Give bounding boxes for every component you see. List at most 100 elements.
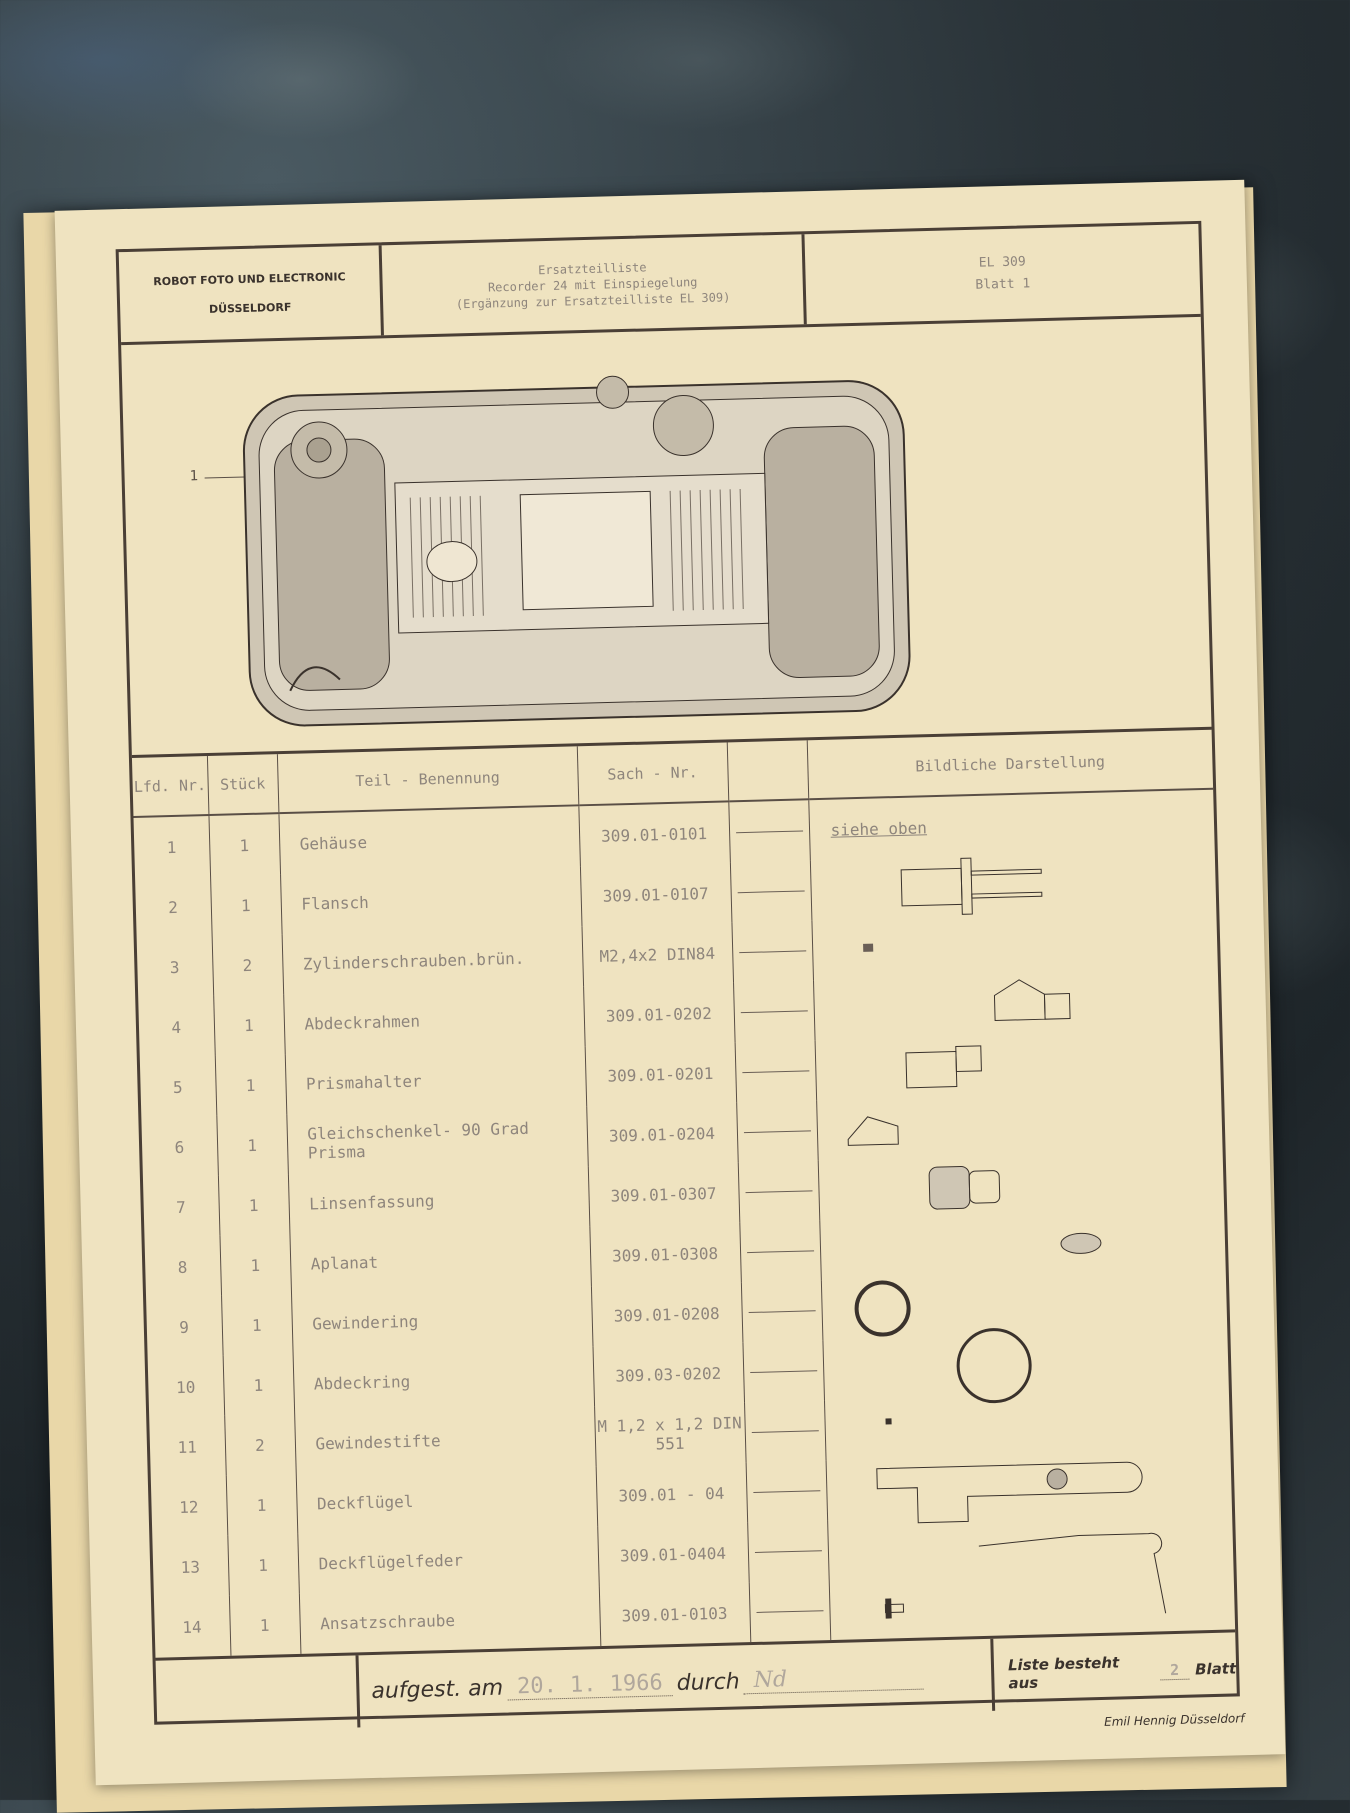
- row-illustration: siehe oben: [808, 789, 1214, 861]
- parts-table: Lfd. Nr. Stück Teil - Benennung Sach - N…: [131, 729, 1235, 1658]
- sheets-unit: Blatt: [1194, 1659, 1237, 1679]
- row-quantity: 1: [210, 874, 282, 936]
- row-quantity: 1: [222, 1354, 295, 1416]
- by-signature: Nd: [743, 1663, 924, 1695]
- row-illustration: [824, 1390, 1230, 1461]
- row-part-number: 309.01-0307: [587, 1162, 740, 1227]
- col-header-blank: [726, 740, 809, 802]
- printer-imprint: Emil Hennig Düsseldorf: [1103, 1711, 1245, 1729]
- row-illustration: [827, 1509, 1233, 1614]
- parts-list-sheet: ROBOT FOTO UND ELECTRONIC DÜSSELDORF Ers…: [54, 179, 1286, 1786]
- col-header-illustration: Bildliche Darstellung: [806, 729, 1214, 800]
- row-leader-line: [728, 799, 810, 863]
- row-part-name: Deckflügel: [295, 1466, 598, 1534]
- part-sketch-icon: [928, 1165, 1000, 1210]
- row-quantity: 1: [221, 1294, 293, 1356]
- row-quantity: 1: [219, 1234, 292, 1296]
- col-header-part-no: Sach - Nr.: [576, 742, 729, 806]
- camera-housing-illustration: [204, 375, 911, 727]
- row-illustration: [822, 1328, 1228, 1404]
- company-box: ROBOT FOTO UND ELECTRONIC DÜSSELDORF: [118, 245, 384, 343]
- sheet-number: Blatt 1: [975, 276, 1031, 293]
- row-number: 10: [147, 1355, 225, 1418]
- row-part-name: Gewindering: [291, 1286, 593, 1355]
- row-part-number: M2,4x2 DIN84: [581, 922, 734, 987]
- sheets-box: Liste besteht aus 2 Blatt: [993, 1632, 1237, 1710]
- sheets-count: 2: [1159, 1660, 1190, 1680]
- row-number: 6: [141, 1115, 218, 1178]
- row-illustration: [813, 970, 1219, 1041]
- row-number: 4: [138, 995, 215, 1058]
- row-leader-line: [737, 1160, 820, 1223]
- sheets-label: Liste besteht aus: [1007, 1653, 1120, 1693]
- row-part-number: 309.01-0308: [589, 1222, 741, 1287]
- col-header-nr: Lfd. Nr.: [131, 756, 209, 817]
- row-part-number: 309.01-0404: [597, 1522, 749, 1587]
- row-quantity: 2: [224, 1413, 296, 1476]
- row-number: 13: [152, 1535, 229, 1598]
- row-part-name: Deckflügelfeder: [297, 1526, 599, 1594]
- part-sketch-icon: [875, 1461, 1143, 1524]
- row-leader-line: [740, 1280, 823, 1343]
- row-number: 14: [153, 1595, 231, 1658]
- row-number: 5: [139, 1055, 217, 1118]
- row-leader-line: [731, 920, 813, 983]
- row-quantity: 1: [228, 1593, 301, 1656]
- form-frame: ROBOT FOTO UND ELECTRONIC DÜSSELDORF Ers…: [115, 220, 1240, 1733]
- row-illustration: [811, 910, 1217, 981]
- row-part-number: 309.03-0202: [592, 1342, 745, 1407]
- camera-body-drawing: 1: [121, 316, 1212, 759]
- row-part-number: 309.01-0204: [586, 1102, 738, 1167]
- doc-number: EL 309: [978, 254, 1026, 271]
- prepared-date: 20. 1. 1966: [506, 1670, 674, 1701]
- row-part-number: M 1,2 x 1,2 DIN 551: [594, 1402, 746, 1467]
- row-leader-line: [734, 1040, 817, 1103]
- row-part-name: Prismahalter: [284, 1046, 587, 1115]
- row-leader-line: [744, 1400, 826, 1463]
- row-part-number: 309.01-0201: [584, 1042, 737, 1107]
- part-sketch-icon: [956, 1328, 1032, 1404]
- row-number: 11: [149, 1415, 226, 1478]
- part-sketch-icon: [993, 979, 1071, 1022]
- see-above-note: siehe oben: [830, 817, 928, 840]
- part-sketch-icon: [884, 1598, 904, 1619]
- row-illustration: [810, 850, 1216, 921]
- col-header-name: Teil - Benennung: [276, 746, 579, 814]
- row-quantity: 1: [225, 1473, 298, 1536]
- row-quantity: 1: [227, 1533, 299, 1596]
- row-illustration: [821, 1270, 1227, 1341]
- row-part-name: Abdeckring: [292, 1346, 595, 1414]
- prepared-label: aufgest. am: [371, 1675, 504, 1704]
- footer-blank: [155, 1655, 361, 1733]
- part-sketch-icon: [978, 1532, 1166, 1614]
- row-part-name: Gewindestifte: [294, 1406, 596, 1474]
- row-leader-line: [747, 1520, 829, 1583]
- row-part-name: Ansatzschraube: [298, 1586, 601, 1654]
- part-sketch-icon: [847, 1116, 899, 1146]
- row-number: 3: [136, 935, 214, 998]
- row-part-number: 309.01-0101: [578, 801, 730, 867]
- row-quantity: 1: [216, 1114, 288, 1176]
- row-leader-line: [745, 1460, 828, 1523]
- row-number: 7: [142, 1175, 220, 1238]
- row-leader-line: [742, 1340, 824, 1403]
- company-name: ROBOT FOTO UND ELECTRONIC: [153, 270, 346, 289]
- row-number: 12: [150, 1475, 228, 1538]
- row-illustration: [826, 1449, 1232, 1524]
- row-part-number: 309.01-0208: [590, 1282, 743, 1347]
- row-part-number: 309.01-0103: [598, 1582, 751, 1647]
- row-part-name: Zylinderschrauben.brün.: [281, 926, 584, 995]
- row-part-name: Linsenfassung: [287, 1166, 590, 1235]
- row-quantity: 1: [214, 1054, 287, 1116]
